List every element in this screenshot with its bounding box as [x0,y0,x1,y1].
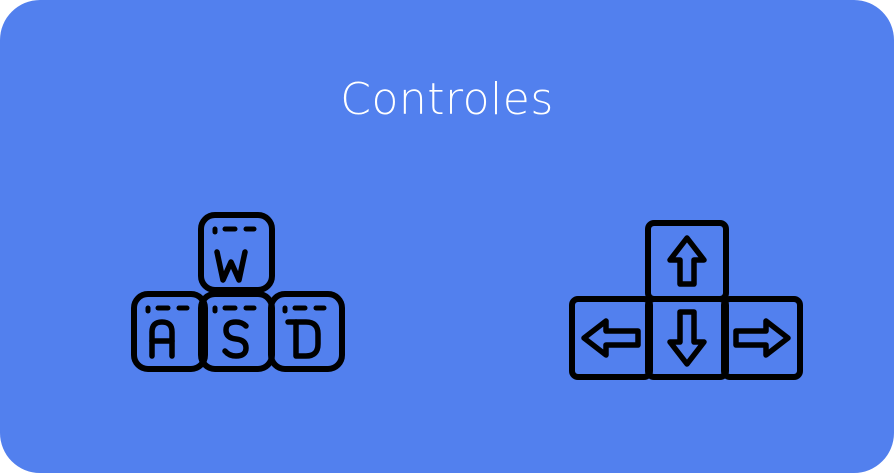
arrow-left-key-icon [569,296,653,380]
arrow-right-key-icon [721,296,803,380]
arrow-down-key-icon [645,296,729,380]
key-a-icon [131,291,208,372]
panel-title: Controles [340,74,554,125]
wasd-keys-icon [128,208,346,378]
key-w-icon [198,212,275,293]
key-s-icon [198,291,275,372]
key-d-icon [268,291,345,372]
arrow-up-key-icon [645,220,729,302]
arrow-keys-icon [566,218,806,384]
